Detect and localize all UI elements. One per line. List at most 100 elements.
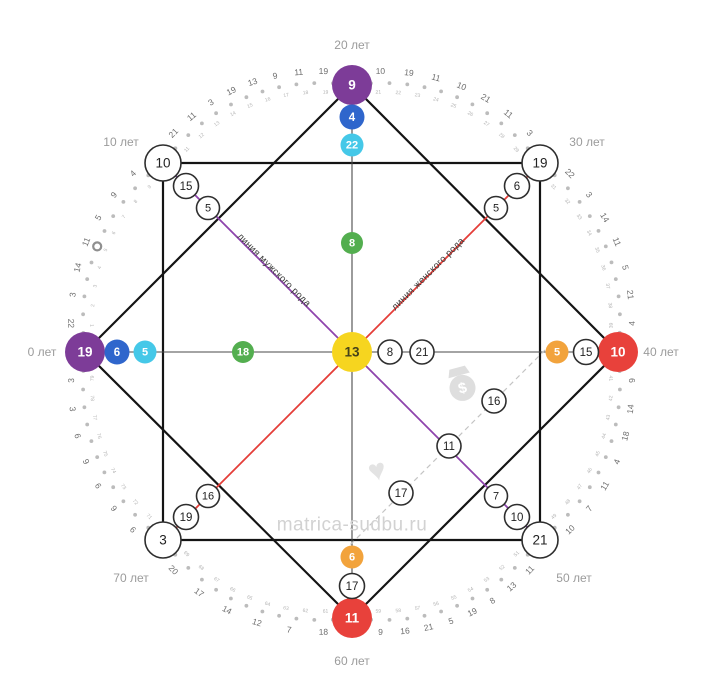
- arc-year-number: 5: [93, 213, 104, 222]
- arc-year-number: 11: [502, 107, 515, 120]
- arc-dot: [439, 89, 443, 94]
- center-circle: 13: [332, 332, 372, 372]
- arc-age-tick: 22: [395, 90, 401, 96]
- chakra-top: 8: [341, 232, 363, 254]
- chakra-top-shape: [341, 232, 363, 254]
- arc-dot: [422, 613, 427, 618]
- arc-dot: [277, 85, 281, 90]
- arc-age-tick: 56: [433, 601, 440, 608]
- arc-year-number: 5: [620, 264, 631, 271]
- point-40let-second-value: 15: [580, 347, 593, 359]
- point-40let-main: 10: [598, 332, 638, 372]
- point-70let-third: 16: [195, 483, 221, 509]
- point-70let-main: 3: [144, 521, 182, 559]
- money-bag-body: [449, 374, 476, 401]
- arc-dot: [618, 387, 622, 392]
- arc-age-tick: 51: [513, 550, 521, 558]
- arc-dot: [596, 470, 601, 475]
- arc-dot: [587, 485, 592, 490]
- arc-year-number: 3: [66, 378, 76, 383]
- arc-age-tick: 42: [608, 395, 614, 401]
- arc-dot: [102, 229, 107, 233]
- arc-dot: [566, 186, 570, 191]
- arc-age-tick: 33: [575, 213, 583, 221]
- arc-age-tick: 54: [467, 586, 475, 594]
- arc-year-number: 14: [598, 211, 612, 224]
- point-10let-second: 15: [172, 172, 200, 200]
- point-30let-third: 5: [483, 195, 509, 221]
- arc-age-tick: 4: [97, 265, 104, 270]
- balance-circle-value: 11: [443, 441, 455, 453]
- arc-year-number: 6: [93, 481, 104, 490]
- point-50let-third-shape: [483, 483, 509, 509]
- arc-year-number: 17: [192, 586, 206, 600]
- point-0let-main-value: 19: [77, 345, 92, 360]
- arc-dot: [312, 81, 317, 85]
- arc-dot: [121, 200, 126, 204]
- arc-dot: [85, 422, 90, 427]
- arc-year-number: 21: [423, 621, 435, 633]
- arc-dot: [405, 616, 410, 621]
- arc-dot: [596, 229, 601, 233]
- arc-year-number: 9: [272, 70, 279, 81]
- arc-dot: [618, 312, 622, 317]
- arc-age-tick: 15: [246, 102, 254, 110]
- arc-year-number: 11: [80, 236, 93, 248]
- watermark: matrica-sudbu.ru: [277, 514, 428, 535]
- point-70let-second-shape: [172, 503, 200, 531]
- point-0let-third-value: 5: [142, 347, 148, 359]
- arc-year-number: 22: [66, 319, 76, 329]
- point-60let-main-value: 11: [345, 611, 360, 626]
- arc-age-tick: 76: [95, 433, 102, 440]
- arc-age-tick: 43: [605, 414, 612, 421]
- arc-year-number: 22: [563, 166, 577, 180]
- arc-dot: [260, 89, 265, 94]
- point-60let-second-shape: [338, 572, 366, 600]
- point-10let-second-shape: [172, 172, 200, 200]
- arc-age-tick: 36: [599, 264, 606, 271]
- arc-dot: [455, 603, 459, 608]
- money-bag-neck: [448, 365, 470, 379]
- arc-year-number: 19: [319, 66, 329, 76]
- point-0let-second: 6: [104, 339, 130, 365]
- point-10let-main-shape: [144, 144, 182, 182]
- arc-age-tick: 38: [606, 302, 612, 308]
- arc-age-tick: 69: [182, 550, 190, 558]
- arc-age-tick: 35: [593, 246, 601, 254]
- arc-dot: [214, 587, 219, 592]
- point-60let-second-value: 17: [346, 581, 359, 593]
- arc-age-tick: 64: [264, 601, 271, 608]
- point-20let-main: 9: [332, 65, 372, 105]
- arc-age-tick: 49: [550, 513, 558, 521]
- arc-year-number: 19: [466, 605, 479, 618]
- point-10let-third: 5: [195, 195, 221, 221]
- point-30let-second-value: 6: [514, 181, 520, 193]
- arc-year-number: 9: [109, 503, 120, 513]
- arc-year-number: 4: [128, 168, 139, 179]
- point-20let-third: 22: [340, 133, 364, 157]
- inner-right-2-shape: [409, 339, 435, 365]
- arc-age-tick: 79: [90, 375, 96, 381]
- point-0let-third: 5: [133, 340, 157, 364]
- point-0let-second-value: 6: [114, 347, 120, 359]
- arc-year-number: 6: [128, 524, 139, 535]
- arc-dot: [470, 102, 475, 107]
- arc-age-tick: 72: [131, 498, 139, 506]
- arc-dot: [82, 405, 87, 410]
- arc-dot: [485, 587, 490, 592]
- arc-dot: [512, 133, 517, 138]
- arc-age-tick: 53: [483, 576, 491, 584]
- point-60let-third-value: 6: [349, 552, 355, 564]
- arc-age-tick: 62: [302, 608, 308, 614]
- balance-circle-shape: [436, 433, 462, 459]
- money-line-circle: 16: [481, 388, 507, 414]
- balance-circle: 11: [436, 433, 462, 459]
- point-50let-second: 10: [503, 503, 531, 531]
- point-70let-third-value: 16: [202, 491, 214, 503]
- arc-year-number: 3: [67, 292, 77, 298]
- age-label-50: 50 лет: [556, 571, 592, 585]
- arc-year-number: 3: [67, 406, 77, 412]
